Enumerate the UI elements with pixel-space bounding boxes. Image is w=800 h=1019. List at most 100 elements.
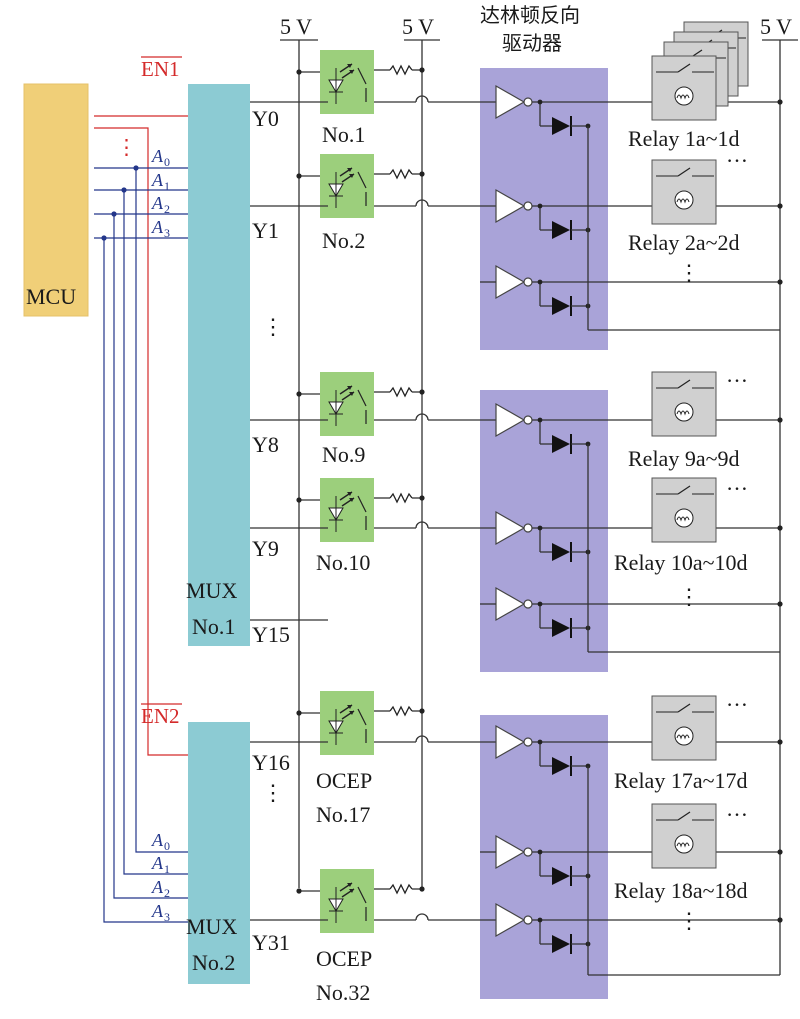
diode-icon xyxy=(552,543,570,561)
address-labels-2: A 0 A 1 A 2 A 3 xyxy=(151,830,170,924)
opto-output-4 xyxy=(374,735,496,743)
opto-body xyxy=(320,154,374,218)
optocoupler-0 xyxy=(296,50,425,114)
mux1-num: No.1 xyxy=(192,614,235,639)
diode-icon xyxy=(552,221,570,239)
diode-icon xyxy=(552,435,570,453)
relay-18-label: Relay 18a~18d xyxy=(614,878,747,903)
svg-text:2: 2 xyxy=(164,886,170,900)
wire-hop xyxy=(415,521,429,529)
relay-9-label: Relay 9a~9d xyxy=(628,446,739,471)
address-dots-1: ⋮ xyxy=(116,135,137,159)
junction-dot xyxy=(777,279,783,285)
relay-18 xyxy=(651,803,717,869)
diode-icon xyxy=(552,619,570,637)
junction-dot xyxy=(296,888,302,894)
arrow-head xyxy=(349,498,354,502)
resistor-icon xyxy=(389,492,413,504)
supply-rails: 5 V 5 V 5 V xyxy=(280,14,798,975)
svg-text:1: 1 xyxy=(164,179,170,193)
mux2-name: MUX xyxy=(186,914,237,939)
en2-wire xyxy=(94,127,188,756)
svg-text:2: 2 xyxy=(164,202,170,216)
relay-dots-h-1: … xyxy=(726,142,748,167)
inverter-icon xyxy=(495,510,526,546)
relay-2-label: Relay 2a~2d xyxy=(628,230,739,255)
relay-10 xyxy=(651,477,717,543)
control-wires xyxy=(94,115,188,923)
diode-icon xyxy=(552,867,570,885)
relay-dots-h-4: … xyxy=(726,686,748,711)
mcu-label: MCU xyxy=(26,284,76,309)
junction-dot xyxy=(537,917,543,923)
wire-hop xyxy=(415,735,429,743)
arrow-head xyxy=(349,174,354,178)
arrow-head xyxy=(347,168,352,172)
opto-body xyxy=(320,50,374,114)
a3-label-2: A xyxy=(151,901,164,921)
switch-icon xyxy=(357,67,367,85)
opto-output-3 xyxy=(374,521,496,529)
junction-dot xyxy=(777,99,783,105)
a2-label-1: A xyxy=(151,193,164,213)
mux-outputs: Y0 Y1 ⋮ Y8 Y9 Y15 Y16 ⋮ Y31 xyxy=(250,106,328,955)
junction-dot xyxy=(296,173,302,179)
darlington-title-1: 达林顿反向 xyxy=(480,3,580,27)
wire-hop xyxy=(415,199,429,207)
arrow-head xyxy=(347,883,352,887)
junction-dot xyxy=(419,171,425,177)
resistor-icon xyxy=(389,386,413,398)
inverter-bubble xyxy=(523,737,533,747)
mux-no2: EN2 MUX No.2 xyxy=(141,703,250,984)
svg-text:3: 3 xyxy=(164,226,170,240)
relay-labels: Relay 1a~1d Relay 2a~2d Relay 9a~9d Rela… xyxy=(614,126,748,933)
dynamic-components xyxy=(250,21,783,976)
inverter-bubble xyxy=(523,523,533,533)
junction-dot xyxy=(777,849,783,855)
inverter-bubble xyxy=(523,277,533,287)
inverter-icon xyxy=(495,402,526,438)
junction-dot xyxy=(537,203,543,209)
a3-label-1: A xyxy=(151,217,164,237)
opto-no2-label: No.2 xyxy=(322,228,365,253)
y16-label: Y16 xyxy=(252,750,290,775)
drv-9 xyxy=(495,902,783,954)
relay-17-label: Relay 17a~17d xyxy=(614,768,747,793)
relay-switch-icon xyxy=(677,379,691,389)
opto-body xyxy=(320,869,374,933)
opto-output-2 xyxy=(374,413,496,421)
svg-text:3: 3 xyxy=(164,910,170,924)
opto-output-5 xyxy=(374,913,496,921)
junction-dot xyxy=(777,739,783,745)
resistor-icon xyxy=(389,64,413,76)
mux2-num: No.2 xyxy=(192,950,235,975)
en1-label: EN1 xyxy=(141,57,180,81)
y31-label: Y31 xyxy=(252,930,290,955)
coil-winding xyxy=(676,516,690,522)
inverter-icon xyxy=(495,902,526,938)
inverter-bubble xyxy=(523,599,533,609)
optocoupler-4 xyxy=(296,691,425,755)
svg-text:0: 0 xyxy=(164,155,170,169)
inverter-icon xyxy=(495,724,526,760)
junction-dot xyxy=(296,391,302,397)
inverter-bubble xyxy=(523,415,533,425)
coil-winding xyxy=(676,94,690,100)
relay-dots-v-2: ⋮ xyxy=(678,584,700,609)
mcu-block: MCU xyxy=(23,83,89,317)
diode-icon xyxy=(552,117,570,135)
wire-hop xyxy=(415,413,429,421)
address-labels-1: ⋮ A 0 A 1 A 2 A 3 xyxy=(116,135,170,240)
opto-labels: No.1 No.2 No.9 No.10 OCEP No.17 OCEP No.… xyxy=(316,122,372,1005)
switch-icon xyxy=(357,886,367,904)
y-dots-1: ⋮ xyxy=(262,314,284,339)
mcu-body xyxy=(23,83,89,317)
junction-dot xyxy=(419,495,425,501)
diode-icon xyxy=(552,297,570,315)
relay-dots-h-2: … xyxy=(726,362,748,387)
wire-hop xyxy=(415,913,429,921)
relay-dots-h-3: … xyxy=(726,470,748,495)
junction-dot xyxy=(537,417,543,423)
